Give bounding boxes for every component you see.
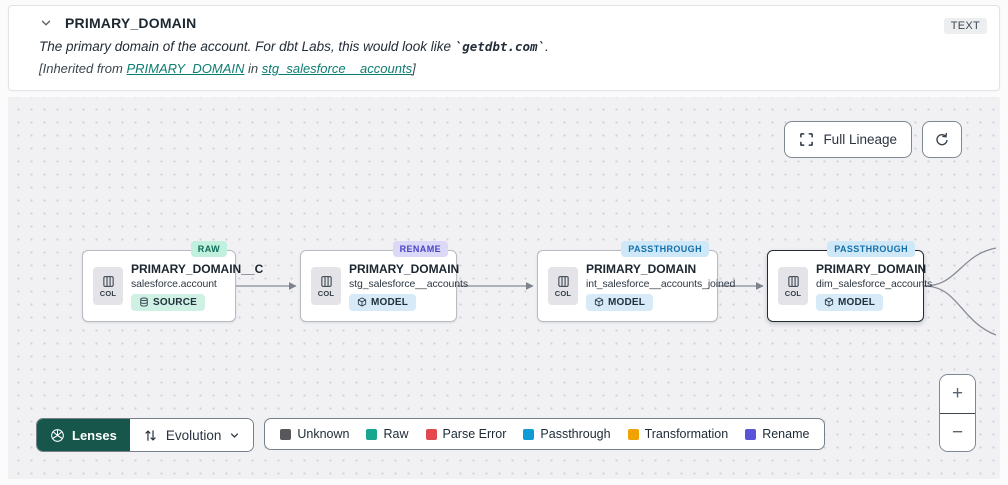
column-chip: COL bbox=[311, 267, 341, 305]
inline-code: `getdbt.com` bbox=[454, 39, 546, 54]
legend-item: Parse Error bbox=[425, 427, 506, 441]
lineage-node-staging[interactable]: RENAME COL PRIMARY_DOMAIN stg_salesforce… bbox=[300, 241, 469, 322]
evolution-badge: RAW bbox=[190, 241, 227, 257]
footer-bar: Lenses Evolution Unknown Raw Parse Error… bbox=[36, 418, 826, 452]
legend-swatch bbox=[523, 428, 535, 440]
lineage-node-dim[interactable]: PASSTHROUGH COL PRIMARY_DOMAIN dim_sales… bbox=[767, 241, 933, 322]
cube-icon bbox=[357, 297, 367, 307]
resource-type-chip: MODEL bbox=[349, 293, 417, 311]
node-model-name: salesforce.account bbox=[131, 277, 217, 290]
resource-type-chip: MODEL bbox=[816, 293, 884, 311]
node-text: PRIMARY_DOMAIN stg_salesforce__accounts … bbox=[349, 261, 469, 311]
node-column-name: PRIMARY_DOMAIN bbox=[586, 261, 697, 276]
legend-item: Transformation bbox=[627, 427, 728, 441]
lineage-edges bbox=[236, 247, 997, 336]
database-icon bbox=[140, 297, 148, 307]
full-lineage-label: Full Lineage bbox=[823, 132, 897, 147]
evolution-badge: PASSTHROUGH bbox=[621, 241, 709, 257]
lineage-node-source[interactable]: RAW COL PRIMARY_DOMAIN__C salesforce.acc… bbox=[82, 241, 264, 322]
inherited-column-link[interactable]: PRIMARY_DOMAIN bbox=[126, 61, 245, 76]
column-title: PRIMARY_DOMAIN bbox=[65, 15, 197, 31]
legend-item: Rename bbox=[745, 427, 809, 441]
legend-swatch bbox=[627, 428, 639, 440]
refresh-icon bbox=[934, 132, 950, 148]
expand-icon bbox=[799, 132, 814, 147]
aperture-icon bbox=[50, 428, 65, 443]
columns-icon bbox=[102, 275, 114, 287]
resource-type-chip: MODEL bbox=[586, 293, 654, 311]
cube-icon bbox=[594, 297, 604, 307]
node-column-name: PRIMARY_DOMAIN bbox=[349, 261, 460, 276]
column-chip: COL bbox=[93, 267, 123, 305]
chevron-down-icon bbox=[229, 430, 240, 441]
lenses-label: Lenses bbox=[72, 427, 117, 443]
legend-swatch bbox=[425, 428, 437, 440]
node-text: PRIMARY_DOMAIN dim_salesforce_accounts M… bbox=[816, 261, 933, 311]
columns-icon bbox=[557, 275, 569, 287]
columns-icon bbox=[787, 275, 799, 287]
node-model-name: dim_salesforce_accounts bbox=[816, 277, 933, 290]
lens-group: Lenses Evolution bbox=[36, 418, 255, 452]
full-lineage-button[interactable]: Full Lineage bbox=[784, 121, 912, 158]
legend-item: Passthrough bbox=[523, 427, 611, 441]
lineage-node-intermediate[interactable]: PASSTHROUGH COL PRIMARY_DOMAIN int_sales… bbox=[537, 241, 736, 322]
legend-item: Raw bbox=[366, 427, 409, 441]
legend-item: Unknown bbox=[280, 427, 349, 441]
title-row: PRIMARY_DOMAIN TEXT bbox=[23, 15, 987, 34]
evolution-badge: RENAME bbox=[392, 241, 448, 257]
columns-icon bbox=[320, 275, 332, 287]
lineage-toolbar: Full Lineage bbox=[784, 121, 962, 158]
lens-selector[interactable]: Evolution bbox=[129, 419, 254, 451]
inherited-from-line: [Inherited from PRIMARY_DOMAIN in stg_sa… bbox=[39, 61, 416, 76]
legend-swatch bbox=[280, 428, 292, 440]
node-column-name: PRIMARY_DOMAIN bbox=[816, 261, 927, 276]
node-model-name: stg_salesforce__accounts bbox=[349, 277, 469, 290]
node-text: PRIMARY_DOMAIN__C salesforce.account SOU… bbox=[131, 261, 264, 311]
column-description: The primary domain of the account. For d… bbox=[39, 39, 549, 54]
lenses-button[interactable]: Lenses bbox=[37, 419, 130, 451]
zoom-out-button[interactable]: − bbox=[940, 413, 975, 451]
lineage-canvas[interactable]: Full Lineage RAW COL PRIMARY_DOMAIN__C s… bbox=[8, 97, 1000, 479]
inherited-model-link[interactable]: stg_salesforce__accounts bbox=[261, 61, 413, 76]
zoom-in-button[interactable]: + bbox=[940, 375, 975, 413]
column-chip: COL bbox=[778, 267, 808, 305]
chevron-down-icon[interactable] bbox=[39, 16, 53, 30]
evolution-badge: PASSTHROUGH bbox=[827, 241, 915, 257]
resource-type-chip: SOURCE bbox=[131, 293, 205, 311]
column-chip: COL bbox=[548, 267, 578, 305]
column-details-card: PRIMARY_DOMAIN TEXT The primary domain o… bbox=[8, 5, 1000, 91]
column-type-badge: TEXT bbox=[943, 18, 987, 34]
legend-swatch bbox=[366, 428, 378, 440]
legend-swatch bbox=[745, 428, 757, 440]
lens-selected-label: Evolution bbox=[165, 427, 222, 443]
evolution-legend: Unknown Raw Parse Error Passthrough Tran… bbox=[264, 418, 826, 450]
refresh-button[interactable] bbox=[922, 121, 962, 158]
node-column-name: PRIMARY_DOMAIN__C bbox=[131, 261, 264, 276]
node-model-name: int_salesforce__accounts_joined bbox=[586, 277, 736, 290]
zoom-controls: + − bbox=[939, 374, 976, 452]
cube-icon bbox=[824, 297, 834, 307]
node-text: PRIMARY_DOMAIN int_salesforce__accounts_… bbox=[586, 261, 736, 311]
compare-arrows-icon bbox=[143, 428, 158, 443]
